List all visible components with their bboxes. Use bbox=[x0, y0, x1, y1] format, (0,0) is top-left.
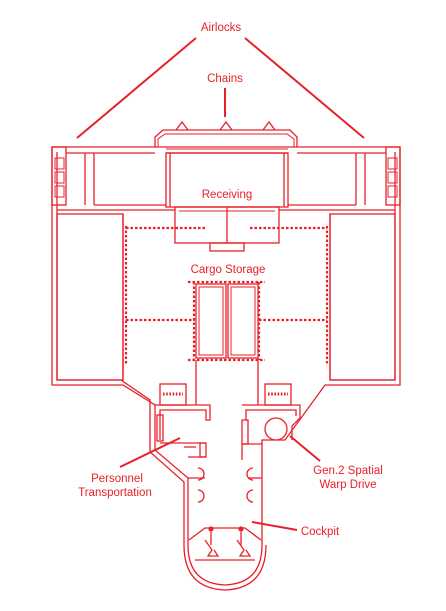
personnel-transport-room bbox=[155, 404, 211, 458]
label-personnel-line1: Personnel bbox=[91, 473, 143, 485]
label-cockpit: Cockpit bbox=[301, 526, 340, 538]
conveyor-tracks bbox=[124, 226, 329, 365]
cargo-hold-right bbox=[329, 213, 396, 381]
label-personnel-line2: Transportation bbox=[78, 487, 152, 499]
warp-core-circle bbox=[264, 417, 288, 441]
label-chains: Chains bbox=[207, 73, 243, 85]
cargo-storage-room bbox=[195, 283, 259, 405]
cargo-hold-left bbox=[56, 213, 124, 381]
chains-mount bbox=[154, 120, 298, 154]
leader-warp bbox=[289, 435, 321, 462]
airlock-left bbox=[51, 146, 155, 206]
airlock-right bbox=[297, 146, 401, 206]
leader-airlock-right bbox=[244, 37, 365, 139]
label-cargo-storage: Cargo Storage bbox=[191, 264, 266, 276]
receiving-room bbox=[57, 152, 395, 252]
stairs bbox=[159, 383, 292, 406]
label-warp-line2: Warp Drive bbox=[319, 479, 376, 491]
warp-drive-room bbox=[241, 404, 301, 445]
label-airlocks: Airlocks bbox=[201, 22, 242, 34]
label-receiving: Receiving bbox=[202, 189, 253, 201]
leader-airlock-left bbox=[76, 37, 197, 139]
label-warp-line1: Gen.2 Spatial bbox=[313, 465, 383, 477]
cockpit bbox=[188, 444, 262, 561]
leader-cockpit bbox=[251, 521, 298, 531]
